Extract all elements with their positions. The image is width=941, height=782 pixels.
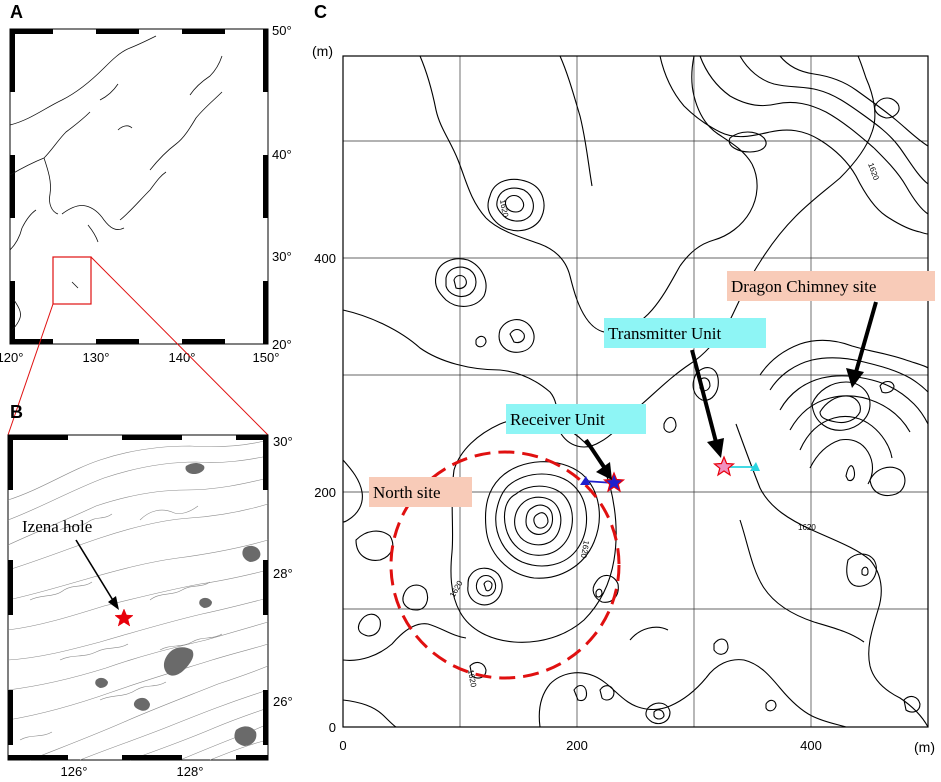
panel-c-contours (342, 55, 929, 741)
transmitter-star-icon (712, 455, 736, 477)
x-unit-label: (m) (914, 739, 935, 755)
panel-c-frame (342, 55, 929, 728)
panel-c-letter: C (314, 2, 327, 22)
izena-hole-label: Izena hole (22, 517, 92, 536)
panel-b-islands (95, 463, 261, 746)
receiver-arrow (584, 438, 612, 480)
panel-a-coastlines (9, 35, 223, 331)
receiver-star-icon (602, 471, 626, 493)
panel-a-lon-label: 130° (83, 350, 110, 365)
transmitter-arrow (690, 349, 724, 458)
contour-label: 1620 (448, 579, 465, 599)
x-tick-label: 0 (339, 738, 346, 753)
zoom-connector-lines (7, 256, 269, 436)
izena-hole-star-icon (114, 608, 134, 627)
panel-a-letter: A (10, 2, 23, 22)
y-unit-label: (m) (312, 43, 333, 59)
contour-label: 1620 (866, 162, 881, 182)
receiver-triangle-icon (580, 476, 590, 485)
x-tick-label: 400 (800, 738, 822, 753)
receiver-label-bg (506, 404, 646, 434)
izena-hole-arrow (75, 539, 119, 610)
x-tick-label: 200 (566, 738, 588, 753)
panel-b-frame-ticks (8, 435, 268, 760)
y-tick-label: 400 (314, 251, 336, 266)
y-tick-label: 200 (314, 485, 336, 500)
transmitter-label-bg (604, 318, 766, 348)
transmitter-label-group: Transmitter Unit (604, 318, 766, 348)
panel-a-frame (9, 28, 269, 345)
panel-b-lon-label: 126° (61, 764, 88, 779)
contour-label: 1620 (798, 523, 816, 532)
panel-b-letter: B (10, 402, 23, 422)
transmitter-unit-label: Transmitter Unit (608, 324, 721, 343)
panel-b-lat-label: 28° (273, 566, 293, 581)
panel-a-lat-label: 20° (272, 337, 292, 352)
panel-a-lat-label: 30° (272, 249, 292, 264)
y-tick-label: 0 (329, 720, 336, 735)
panel-c-grid (343, 56, 928, 727)
contour-label: 1620 (579, 540, 591, 560)
panel-a-lon-label: 150° (253, 350, 280, 365)
panel-b-lon-label: 128° (177, 764, 204, 779)
panel-b: B (7, 402, 293, 779)
receiver-unit-label: Receiver Unit (510, 410, 605, 429)
dragon-chimney-arrow (846, 301, 878, 388)
panel-b-lat-label: 26° (273, 694, 293, 709)
contour-label: 1620 (466, 669, 478, 689)
receiver-label-group: Receiver Unit (506, 404, 646, 434)
panel-b-lat-label: 30° (273, 434, 293, 449)
contour-label: 1620 (498, 199, 510, 219)
panel-a: A (0, 2, 292, 365)
panel-a-lon-label: 140° (169, 350, 196, 365)
panel-a-lat-label: 50° (272, 23, 292, 38)
dragon-chimney-label-group: Dragon Chimney site (727, 271, 935, 301)
transmitter-unit-marker (712, 455, 760, 477)
panel-a-lat-label: 40° (272, 147, 292, 162)
panel-a-frame-ticks (10, 29, 268, 344)
dragon-chimney-label: Dragon Chimney site (731, 277, 876, 296)
north-site-label-group: North site (369, 477, 472, 507)
north-site-circle (389, 450, 621, 680)
north-site-label: North site (373, 483, 441, 502)
panel-a-inset-box (52, 256, 92, 305)
panel-a-lon-label: 120° (0, 350, 23, 365)
dragon-chimney-label-bg (727, 271, 935, 301)
transmitter-triangle-icon (750, 462, 760, 471)
receiver-unit-marker (580, 471, 626, 493)
north-site-label-bg (369, 477, 472, 507)
panel-c: C (m) (m) (312, 2, 935, 755)
